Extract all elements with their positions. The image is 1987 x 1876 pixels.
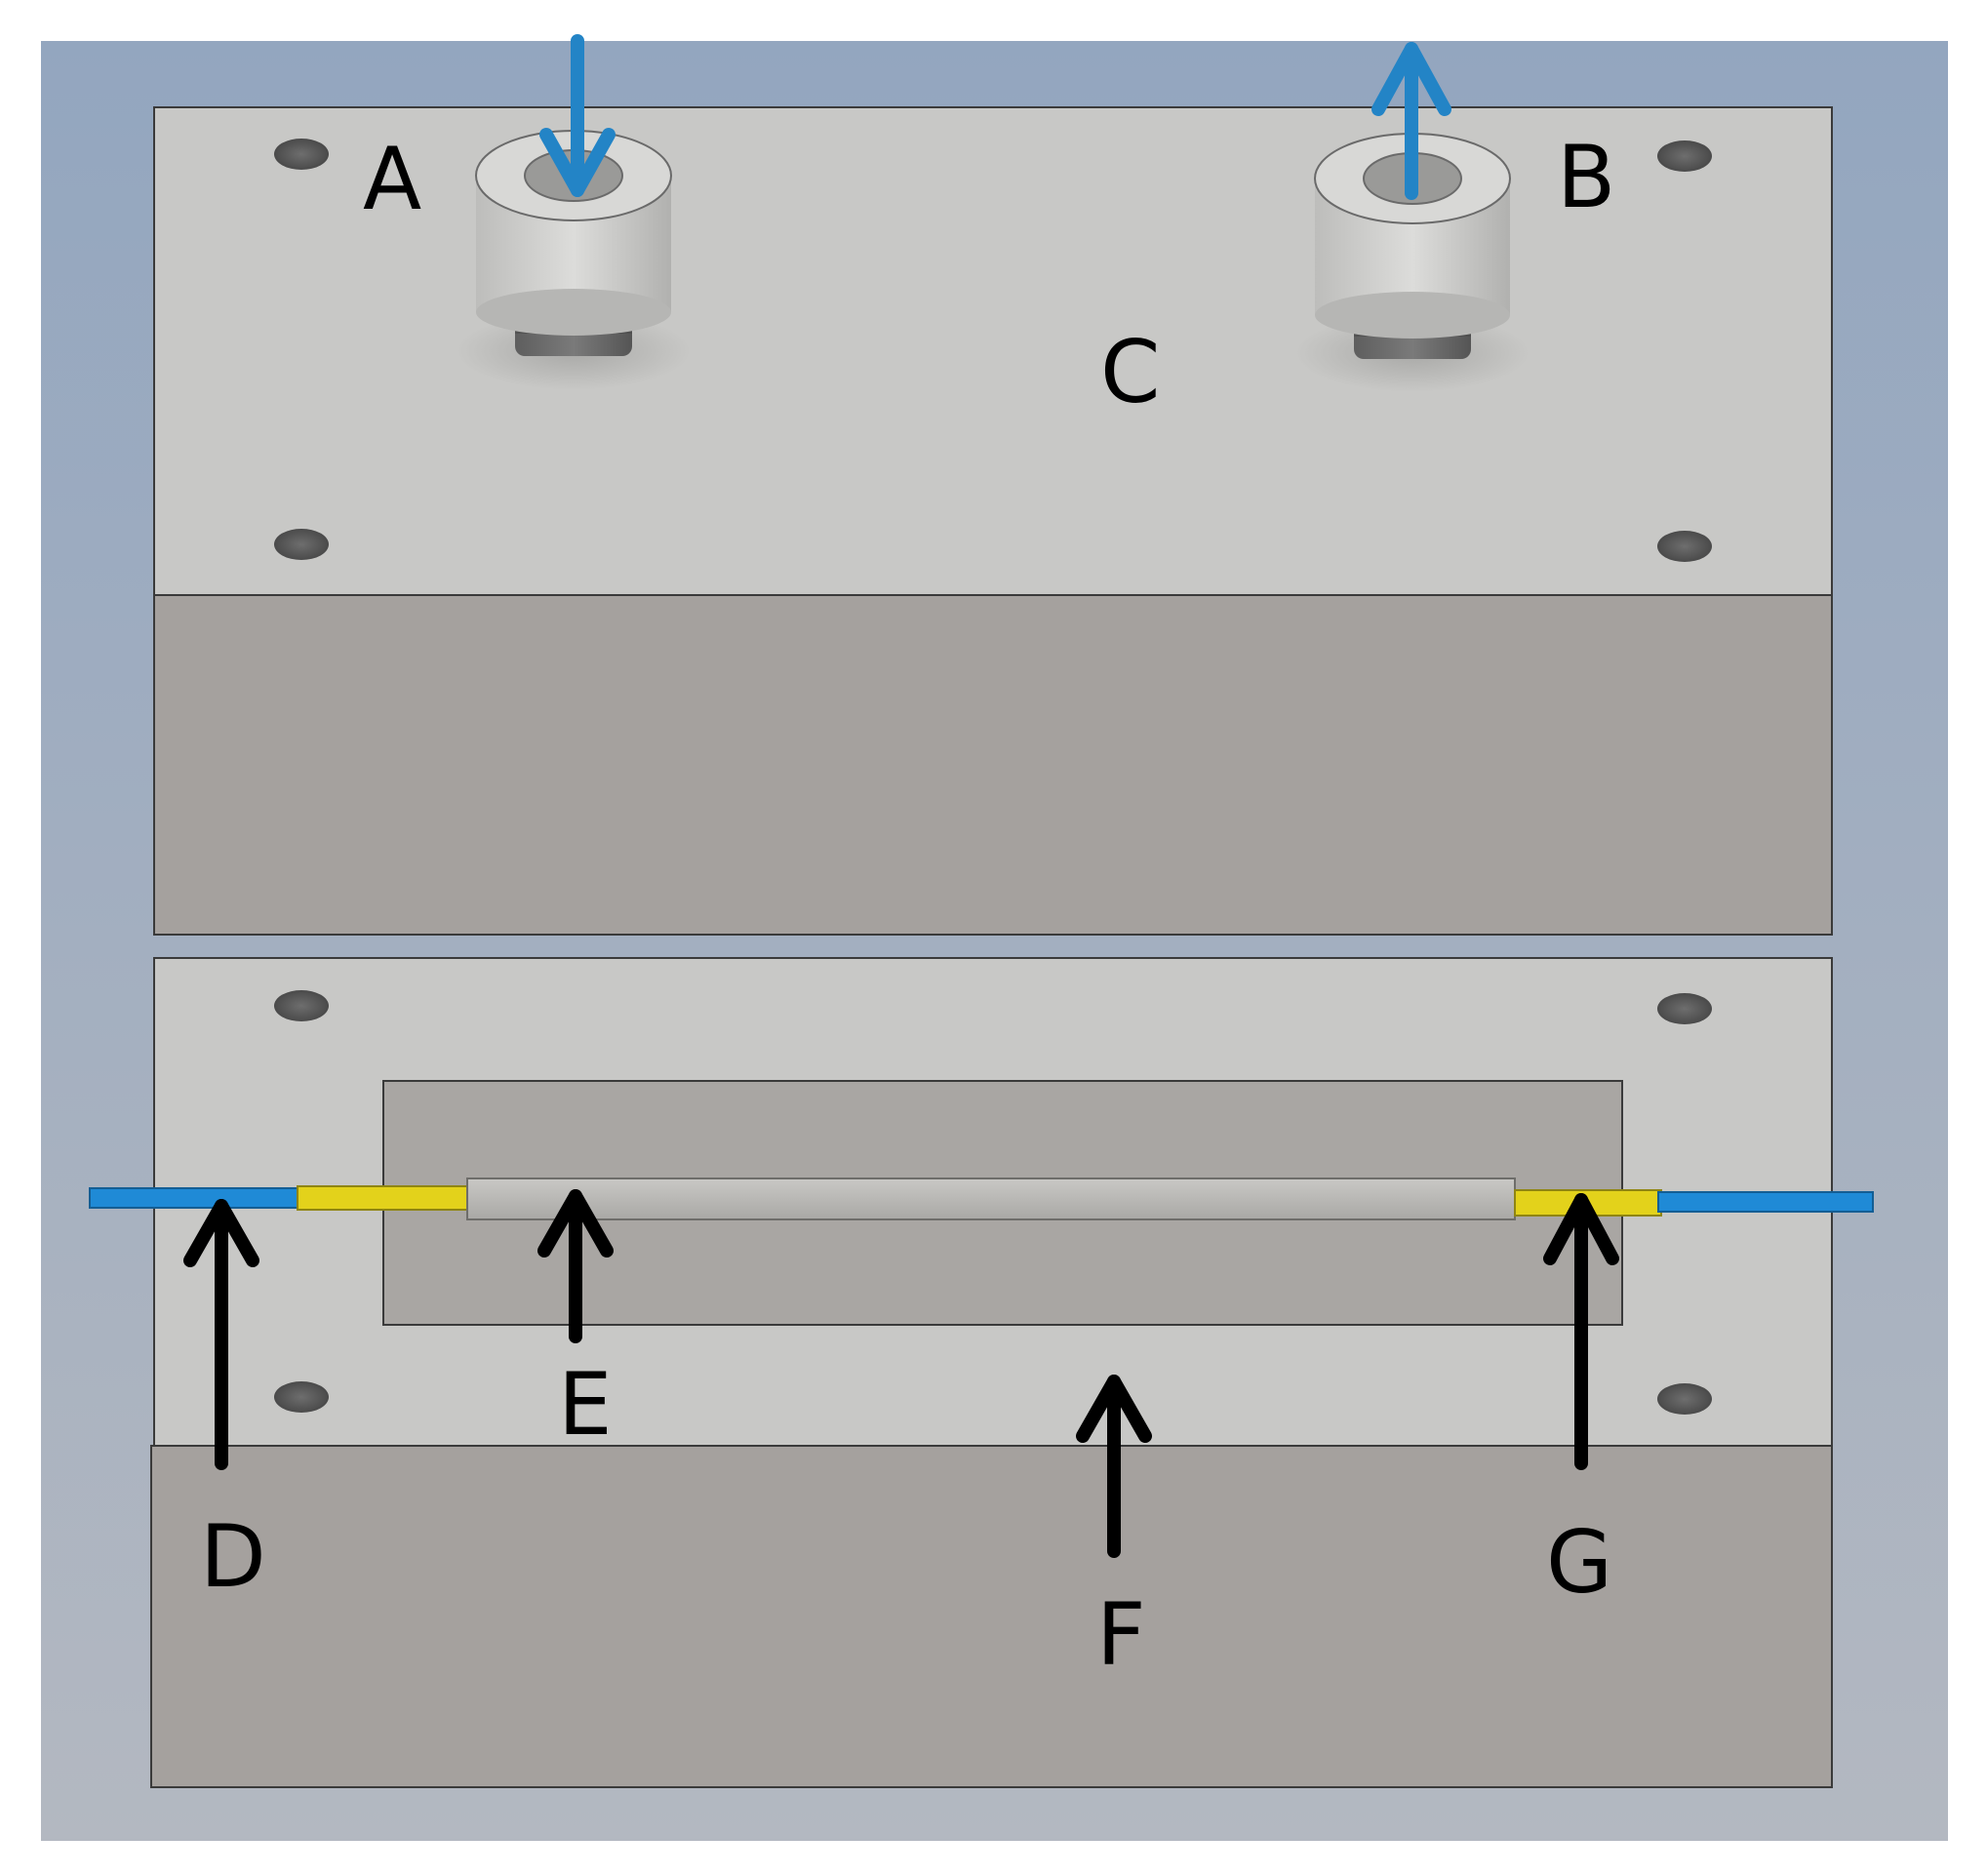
top-plate-face (153, 106, 1833, 596)
pointer-d-arrow-icon (183, 1199, 259, 1470)
label-e: E (558, 1354, 613, 1455)
label-a: A (363, 129, 421, 229)
left-fiber (89, 1187, 300, 1209)
screw-hole-icon (274, 139, 329, 170)
pointer-f-arrow-icon (1076, 1375, 1152, 1558)
label-b: B (1557, 127, 1615, 227)
capillary-tube (466, 1177, 1516, 1220)
screw-hole-icon (274, 529, 329, 560)
bottom-plate: D E F G (89, 957, 1874, 1788)
label-c: C (1100, 322, 1160, 422)
flow-out-arrow-icon (1371, 42, 1451, 200)
screw-hole-icon (274, 1381, 329, 1413)
screw-hole-icon (274, 990, 329, 1021)
top-plate: A B C (153, 34, 1833, 936)
label-f: F (1096, 1584, 1146, 1685)
screw-hole-icon (1657, 1383, 1712, 1415)
label-d: D (200, 1506, 266, 1607)
inlet-fitting (457, 130, 691, 390)
left-sleeve (297, 1185, 469, 1211)
outlet-fitting (1295, 133, 1530, 392)
right-fiber (1657, 1191, 1874, 1213)
flow-in-arrow-icon (539, 34, 616, 197)
screw-hole-icon (1657, 140, 1712, 172)
fiber-assembly (89, 1177, 1874, 1220)
screw-hole-icon (1657, 993, 1712, 1024)
top-plate-side (153, 594, 1833, 936)
pointer-e-arrow-icon (537, 1189, 614, 1343)
pointer-g-arrow-icon (1543, 1193, 1619, 1470)
screw-hole-icon (1657, 531, 1712, 562)
label-g: G (1546, 1512, 1612, 1613)
bottom-plate-side (150, 1445, 1833, 1788)
